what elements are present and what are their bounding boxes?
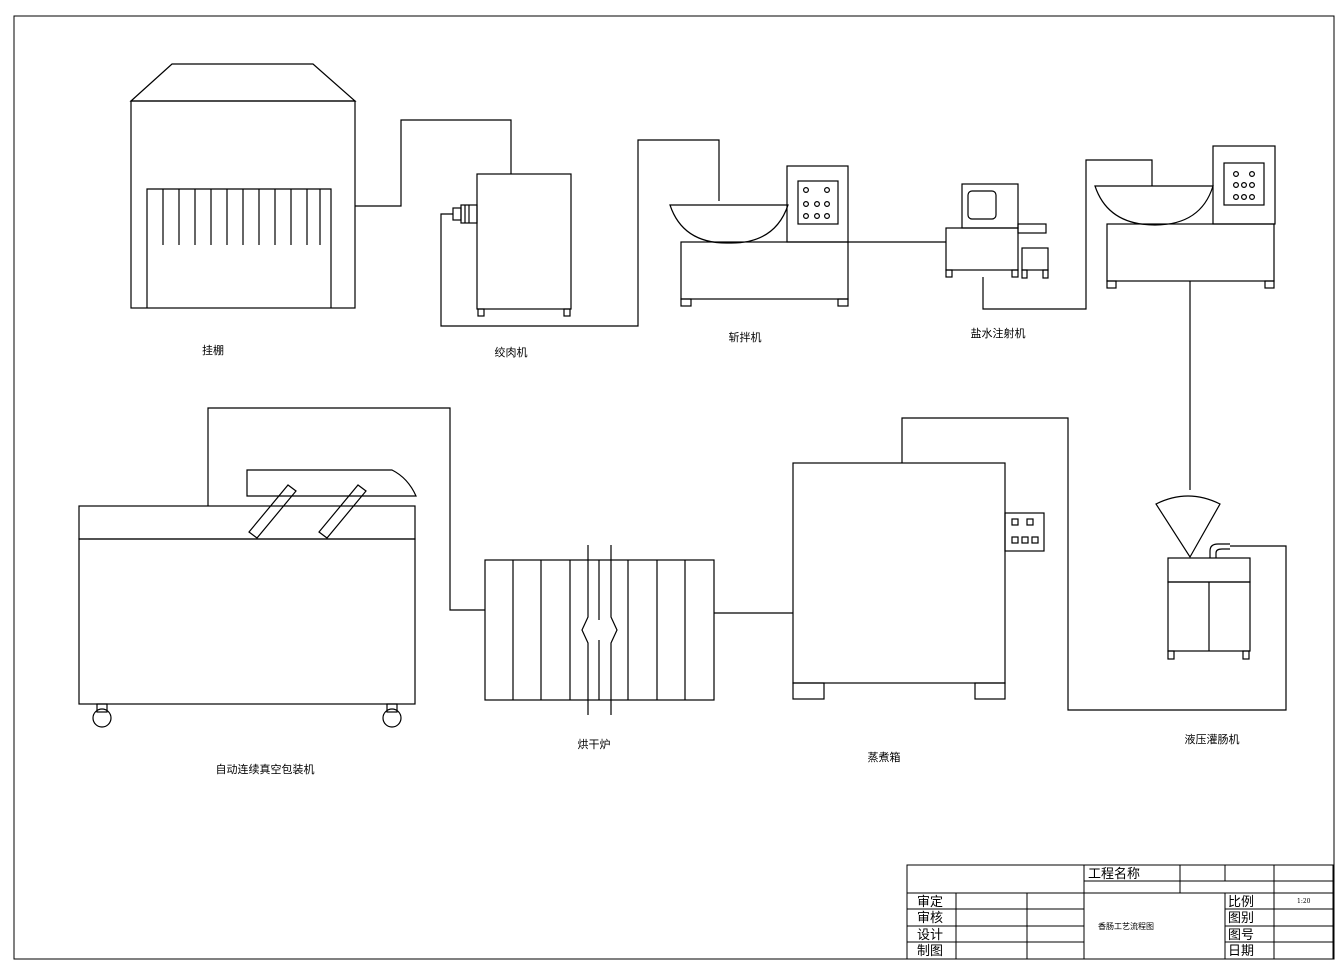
scale-value: 1:20	[1297, 898, 1311, 905]
scale-label: 比例	[1228, 895, 1254, 910]
project-name-label: 工程名称	[1088, 866, 1140, 882]
title-block	[906, 864, 1334, 960]
drawing-name: 香肠工艺流程图	[1098, 921, 1154, 931]
label-dryer: 烘干炉	[578, 737, 611, 751]
chopper	[669, 165, 849, 307]
pipe-injector-mixer	[982, 159, 1153, 310]
category-label: 图别	[1228, 911, 1254, 926]
label-brine-injector: 盐水注射机	[971, 326, 1026, 340]
hang-shed	[129, 63, 357, 309]
dryer	[484, 545, 715, 715]
date-label: 日期	[1228, 944, 1254, 959]
hydraulic-stuffer	[1155, 495, 1251, 660]
brine-injector	[945, 183, 1049, 279]
label-steamer: 蒸煮箱	[868, 750, 901, 764]
pipe-stuffer-steamer	[901, 417, 1287, 711]
grinder	[452, 173, 572, 317]
vacuum-packer	[78, 469, 417, 728]
label-grinder: 绞肉机	[495, 345, 528, 359]
mixer-unit	[1094, 145, 1276, 289]
approve-label: 审定	[917, 895, 943, 910]
pipe-shed-grinder	[355, 119, 512, 207]
drawing-no-label: 图号	[1228, 928, 1254, 943]
review-label: 审核	[917, 911, 943, 926]
label-stuffer: 液压灌肠机	[1185, 732, 1240, 746]
drawing-frame	[13, 15, 1335, 960]
label-chopper: 斩拌机	[729, 330, 762, 344]
pipe-grinder-chopper	[440, 139, 720, 327]
label-hang-shed: 挂棚	[202, 343, 224, 357]
draw-label: 制图	[917, 944, 943, 959]
design-label: 设计	[917, 928, 943, 943]
steamer	[792, 462, 1045, 700]
pipe-dryer-packer	[207, 407, 485, 611]
label-vacuum-packer: 自动连续真空包装机	[216, 762, 315, 776]
